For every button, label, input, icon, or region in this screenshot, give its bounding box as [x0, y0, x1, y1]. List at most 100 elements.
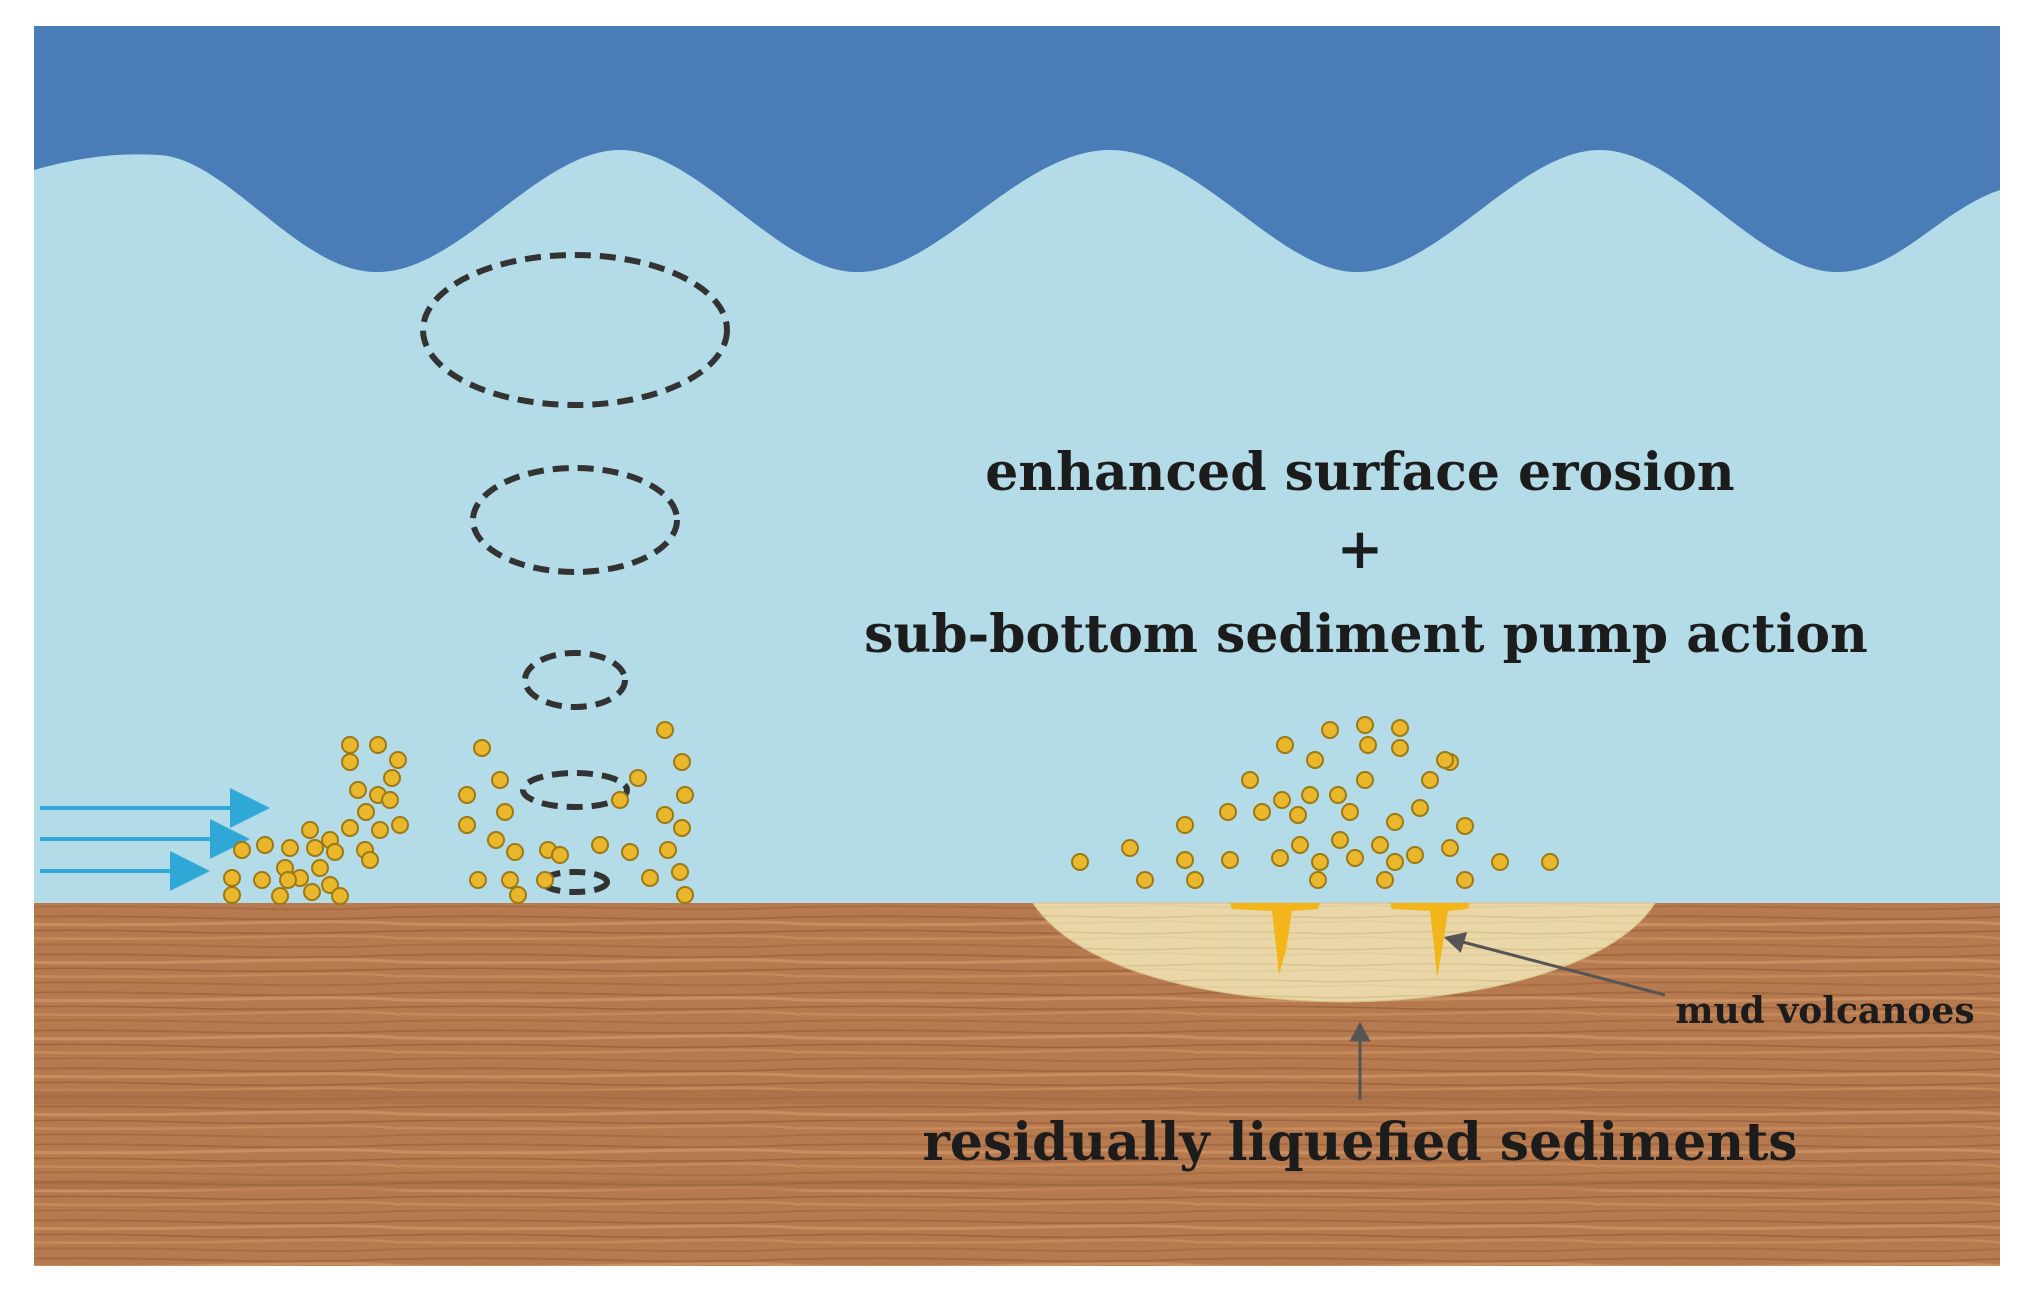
residual-arrowhead [1349, 1021, 1371, 1042]
sediment-particle [676, 786, 694, 804]
sediment-particle [473, 739, 491, 757]
sediment-particle [671, 863, 689, 881]
main-label-line1: enhanced surface erosion [985, 442, 1734, 503]
sediment-particle [458, 816, 476, 834]
sediment-particle [1321, 721, 1339, 739]
mud-volcanoes-label: mud volcanoes [1675, 990, 1974, 1032]
sediment-particle [1071, 853, 1089, 871]
sediment-particle [381, 791, 399, 809]
sediment-particles [223, 716, 1559, 905]
mud-vents [1230, 903, 1470, 978]
sediment-particle [281, 839, 299, 857]
sediment-particle [271, 887, 289, 905]
sediment-particle [1176, 851, 1194, 869]
sediment-particle [389, 751, 407, 769]
sediment-particle [223, 886, 241, 904]
sediment-particle [1421, 771, 1439, 789]
sediment-particle [629, 769, 647, 787]
sediment-particle [1221, 851, 1239, 869]
sediment-particle [1346, 849, 1364, 867]
sediment-particle [326, 843, 344, 861]
sediment-particle [501, 871, 519, 889]
sediment-particle [1386, 853, 1404, 871]
sediment-particle [303, 883, 321, 901]
sediment-particle [391, 816, 409, 834]
vortex-ring [520, 770, 630, 810]
sediment-particle [1253, 803, 1271, 821]
sediment-particle [311, 859, 329, 877]
sediment-particle [536, 871, 554, 889]
vortex-ring [540, 869, 610, 895]
sediment-particle [1436, 751, 1454, 769]
vortex-ring [522, 650, 628, 710]
seabed-band [34, 1090, 2000, 1104]
sediment-particle [1441, 839, 1459, 857]
sediment-particle [1306, 751, 1324, 769]
sediment-particle [306, 839, 324, 857]
sediment-particle [357, 803, 375, 821]
sediment-particle [341, 753, 359, 771]
sediment-particle [1331, 831, 1349, 849]
residual-sediments-label: residually liquefied sediments [923, 1112, 1798, 1173]
sediment-particle [496, 803, 514, 821]
vortex-ring [420, 252, 730, 408]
sediment-particle [621, 843, 639, 861]
main-label-plus: + [1337, 516, 1384, 582]
sediment-particle [676, 886, 694, 904]
sediment-particle [1391, 739, 1409, 757]
sediment-particle [349, 781, 367, 799]
sediment-particle [1541, 853, 1559, 871]
sediment-particle [591, 836, 609, 854]
sediment-particle [1276, 736, 1294, 754]
sediment-particle [673, 819, 691, 837]
sediment-particle [1376, 871, 1394, 889]
sediment-particle [1271, 849, 1289, 867]
sediment-particle [656, 721, 674, 739]
sediment-particle [1176, 816, 1194, 834]
sediment-particle [331, 887, 349, 905]
vortex-rings [420, 252, 730, 895]
sediment-particle [253, 871, 271, 889]
sediment-particle [1356, 716, 1374, 734]
sediment-particle [1186, 871, 1204, 889]
mud-volcano-arrowhead [1443, 931, 1468, 953]
wave-surface [34, 26, 2000, 273]
sediment-particle [1301, 786, 1319, 804]
sediment-particle [1273, 791, 1291, 809]
mud-vent [1230, 903, 1320, 975]
sediment-particle [1311, 853, 1329, 871]
sediment-particle [1341, 803, 1359, 821]
sediment-particle [611, 791, 629, 809]
sediment-particle [1219, 803, 1237, 821]
sediment-particle [301, 821, 319, 839]
sediment-particle [1391, 719, 1409, 737]
sediment-particle [1411, 799, 1429, 817]
sediment-particle [506, 843, 524, 861]
sediment-particle [371, 821, 389, 839]
sediment-particle [1386, 813, 1404, 831]
sediment-particle [1406, 846, 1424, 864]
sediment-particle [1371, 836, 1389, 854]
sediment-particle [1491, 853, 1509, 871]
sediment-particle [279, 871, 297, 889]
sediment-particle [656, 806, 674, 824]
sediment-particle [641, 869, 659, 887]
sediment-particle [1329, 786, 1347, 804]
sediment-particle [1121, 839, 1139, 857]
sediment-particle [1309, 871, 1327, 889]
sediment-particle [1136, 871, 1154, 889]
vortex-ring [470, 465, 680, 575]
sediment-particle [361, 851, 379, 869]
current-arrows [40, 788, 270, 891]
seabed [34, 903, 2000, 1266]
sediment-particle [487, 831, 505, 849]
sediment-particle [233, 841, 251, 859]
sediment-particle [673, 753, 691, 771]
sediment-particle [509, 886, 527, 904]
sediment-particle [223, 869, 241, 887]
sediment-particle [659, 841, 677, 859]
sediment-particle [1291, 836, 1309, 854]
sediment-particle [341, 819, 359, 837]
sediment-particle [383, 769, 401, 787]
